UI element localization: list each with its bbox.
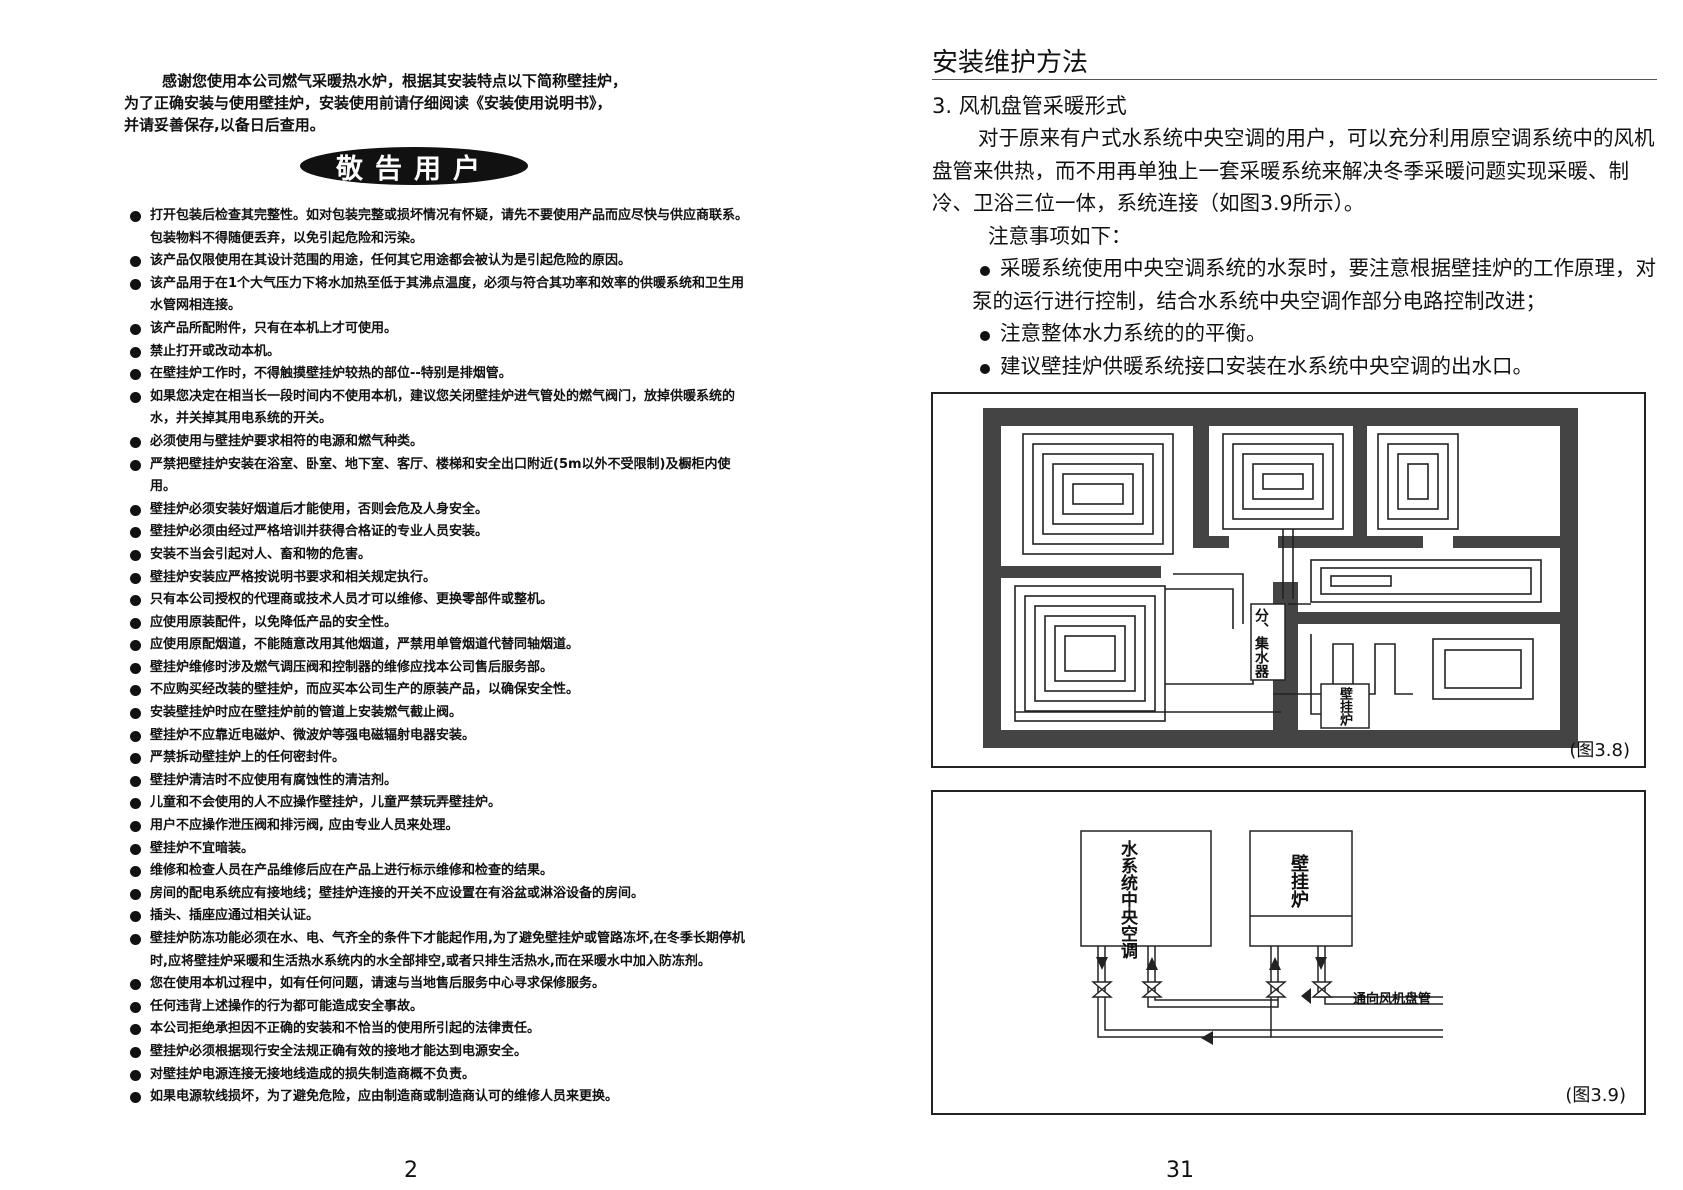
intro-line: 并请妥善保存,以备日后查用。 <box>124 116 325 134</box>
warning-item: 壁挂炉不应靠近电磁炉、微波炉等强电磁辐射电器安装。 <box>128 725 748 748</box>
warning-item: 您在使用本机过程中，如有任何问题，请速与当地售后服务中心寻求保修服务。 <box>128 973 748 996</box>
warning-item: 任何违背上述操作的行为都可能造成安全事故。 <box>128 996 748 1019</box>
section-title: 安装维护方法 <box>932 48 1089 78</box>
warning-item: 壁挂炉必须由经过严格培训并获得合格证的专业人员安装。 <box>128 521 748 544</box>
figure-3-8: 分、集水器 壁挂炉 (图3.8) <box>931 392 1646 768</box>
boiler-label: 壁挂炉 <box>1337 687 1352 726</box>
warning-item: 不应购买经改装的壁挂炉，而应买本公司生产的原装产品，以确保安全性。 <box>128 679 748 702</box>
warning-item: 该产品用于在1个大气压力下将水加热至低于其沸点温度，必须与符合其功率和效率的供暖… <box>128 273 748 318</box>
warning-item: 该产品仅限使用在其设计范围的用途，任何其它用途都会被认为是引起危险的原因。 <box>128 250 748 273</box>
warning-item: 对壁挂炉电源连接无接地线造成的损失制造商概不负责。 <box>128 1064 748 1087</box>
warning-item: 只有本公司授权的代理商或技术人员才可以维修、更换零部件或整机。 <box>128 589 748 612</box>
intro-paragraph: 对于原来有户式水系统中央空调的用户，可以充分利用原空调系统中的风机盘管来供热，而… <box>932 126 1655 215</box>
warning-item: 壁挂炉安装应严格按说明书要求和相关规定执行。 <box>128 567 748 590</box>
note-item: 建议壁挂炉供暖系统接口安装在水系统中央空调的出水口。 <box>932 350 1662 383</box>
floor-heating-diagram <box>983 408 1578 748</box>
page-number: 31 <box>1166 1158 1194 1183</box>
note-item: 采暖系统使用中央空调系统的水泵时，要注意根据壁挂炉的工作原理，对泵的运行进行控制… <box>932 252 1662 317</box>
intro-line: 为了正确安装与使用壁挂炉，安装使用前请仔细阅读《安装使用说明书》， <box>124 94 612 112</box>
note-item: 注意整体水力系统的的平衡。 <box>932 317 1662 350</box>
warning-item: 该产品所配附件，只有在本机上才可使用。 <box>128 318 748 341</box>
warning-item: 应使用原配烟道，不能随意改用其他烟道，严禁用单管烟道代替同轴烟道。 <box>128 634 748 657</box>
left-page: 感谢您使用本公司燃气采暖热水炉，根据其安装特点以下简称壁挂炉， 为了正确安装与使… <box>0 0 840 1190</box>
boiler-box <box>1320 683 1370 729</box>
title-divider <box>932 79 1657 80</box>
system-connection-diagram <box>1080 830 1443 1045</box>
ac-unit-box <box>1080 830 1212 947</box>
warning-item: 如果您决定在相当长一段时间内不使用本机，建议您关闭壁挂炉进气管处的燃气阀门，放掉… <box>128 386 748 431</box>
figure-caption: (图3.9) <box>1565 1085 1626 1106</box>
warning-item: 如果电源软线损坏，为了避免危险，应由制造商或制造商认可的维修人员来更换。 <box>128 1086 748 1109</box>
subsection-heading: 3. 风机盘管采暖形式 <box>932 94 1127 118</box>
warning-item: 壁挂炉清洁时不应使用有腐蚀性的清洁剂。 <box>128 770 748 793</box>
warning-item: 儿童和不会使用的人不应操作壁挂炉，儿童严禁玩弄壁挂炉。 <box>128 792 748 815</box>
page-number: 2 <box>404 1158 418 1183</box>
warning-item: 壁挂炉必须安装好烟道后才能使用，否则会危及人身安全。 <box>128 499 748 522</box>
warning-item: 用户不应操作泄压阀和排污阀, 应由专业人员来处理。 <box>128 815 748 838</box>
warning-item: 壁挂炉必须根据现行安全法规正确有效的接地才能达到电源安全。 <box>128 1041 748 1064</box>
warning-item: 应使用原装配件，以免降低产品的安全性。 <box>128 612 748 635</box>
figure-caption: (图3.8) <box>1569 740 1630 761</box>
warning-item: 严禁把壁挂炉安装在浴室、卧室、地下室、客厅、楼梯和安全出口附近(5m以外不受限制… <box>128 454 748 499</box>
warning-item: 本公司拒绝承担因不正确的安装和不恰当的使用所引起的法律责任。 <box>128 1018 748 1041</box>
warning-item: 必须使用与壁挂炉要求相符的电源和燃气种类。 <box>128 431 748 454</box>
manifold-box <box>1250 603 1286 681</box>
note-text: 注意整体水力系统的的平衡。 <box>1000 321 1267 345</box>
ac-unit-label: 水系统中央空调 <box>1117 840 1137 959</box>
warning-item: 插头、插座应通过相关认证。 <box>128 905 748 928</box>
note-text: 建议壁挂炉供暖系统接口安装在水系统中央空调的出水口。 <box>1000 353 1533 378</box>
warning-list: 打开包装后检查其完整性。如对包装完整或损坏情况有怀疑，请先不要使用产品而应尽快与… <box>128 205 748 1109</box>
intro-paragraph: 感谢您使用本公司燃气采暖热水炉，根据其安装特点以下简称壁挂炉， 为了正确安装与使… <box>124 70 724 136</box>
note-text: 采暖系统使用中央空调系统的水泵时，要注意根据壁挂炉的工作原理，对泵的运行进行控制… <box>972 256 1656 313</box>
warning-item: 壁挂炉不宜暗装。 <box>128 838 748 861</box>
note-heading: 注意事项如下： <box>988 223 1132 248</box>
warning-banner: 敬告用户 <box>300 147 528 185</box>
warning-item: 房间的配电系统应有接地线；壁挂炉连接的开关不应设置在有浴盆或淋浴设备的房间。 <box>128 883 748 906</box>
warning-item: 禁止打开或改动本机。 <box>128 341 748 364</box>
boiler-unit-label: 壁挂炉 <box>1288 854 1309 908</box>
figure-3-9: 水系统中央空调 壁挂炉 通向风机盘管 (图3.9) <box>931 790 1646 1115</box>
pipe-label: 通向风机盘管 <box>1353 992 1432 1007</box>
warning-item: 壁挂炉维修时涉及燃气调压阀和控制器的维修应找本公司售后服务部。 <box>128 657 748 680</box>
warning-item: 在壁挂炉工作时，不得触摸壁挂炉较热的部位--特别是排烟管。 <box>128 363 748 386</box>
manifold-label: 分、集水器 <box>1253 608 1269 678</box>
warning-item: 打开包装后检查其完整性。如对包装完整或损坏情况有怀疑，请先不要使用产品而应尽快与… <box>128 205 748 250</box>
warning-item: 维修和检查人员在产品维修后应在产品上进行标示维修和检查的结果。 <box>128 860 748 883</box>
warning-item: 安装不当会引起对人、畜和物的危害。 <box>128 544 748 567</box>
warning-item: 壁挂炉防冻功能必须在水、电、气齐全的条件下才能起作用,为了避免壁挂炉或管路冻坏,… <box>128 928 748 973</box>
body-text: 对于原来有户式水系统中央空调的用户，可以充分利用原空调系统中的风机盘管来供热，而… <box>932 122 1662 382</box>
right-page: 安装维护方法 3. 风机盘管采暖形式 对于原来有户式水系统中央空调的用户，可以充… <box>840 0 1683 1190</box>
intro-line: 感谢您使用本公司燃气采暖热水炉，根据其安装特点以下简称壁挂炉， <box>162 72 628 90</box>
warning-item: 严禁拆动壁挂炉上的任何密封件。 <box>128 747 748 770</box>
boiler-unit-box <box>1249 830 1353 947</box>
warning-item: 安装壁挂炉时应在壁挂炉前的管道上安装燃气截止阀。 <box>128 702 748 725</box>
